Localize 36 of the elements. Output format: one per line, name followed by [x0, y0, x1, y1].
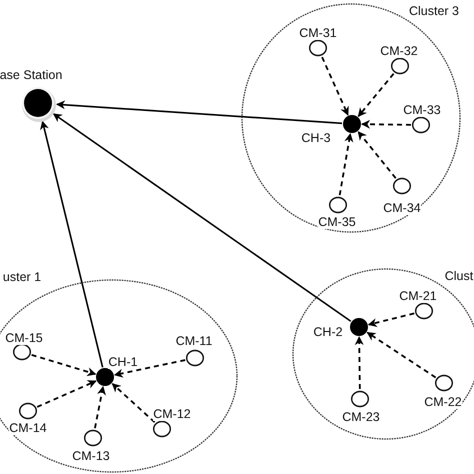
node-label: CM-11: [176, 334, 212, 348]
dashed-arrow: [358, 131, 396, 179]
node-label: CH-2: [313, 325, 343, 339]
dashed-arrow: [94, 386, 106, 428]
node-label: CM-15: [5, 331, 43, 345]
dashed-arrow: [112, 383, 156, 423]
dashed-arrow: [358, 73, 394, 117]
cluster-label: Clust: [444, 269, 474, 283]
arrow: [56, 100, 342, 124]
dashed-arrow: [361, 120, 412, 129]
node-label: CH-3: [301, 131, 331, 145]
dashed-arrow: [321, 56, 349, 116]
node-label: CM-13: [72, 449, 110, 463]
node-label: CM-23: [342, 410, 380, 424]
dashed-arrow: [114, 359, 186, 378]
node-label: CM-32: [380, 44, 418, 58]
cluster-label: Cluster 3: [408, 4, 460, 18]
station-label: ase Station: [0, 68, 62, 82]
node-label: CM-34: [383, 201, 421, 215]
dashed-arrow: [36, 380, 97, 408]
dashed-arrow: [31, 354, 96, 376]
node-label: CH-1: [108, 355, 138, 369]
node-label: CM-33: [403, 103, 441, 117]
arrow: [52, 113, 352, 322]
dashed-arrow: [368, 312, 414, 328]
cluster-label: uster 1: [2, 270, 42, 284]
node-label: CM-12: [153, 407, 191, 421]
dashed-arrow: [354, 336, 364, 390]
node-label: CM-21: [399, 289, 437, 303]
dashed-arrow: [366, 332, 436, 378]
node-label: CM-14: [9, 421, 47, 435]
node-label: CM-35: [318, 215, 356, 229]
dashed-arrow: [338, 132, 354, 196]
arrow: [40, 120, 104, 368]
node-label: CM-31: [299, 26, 337, 40]
node-label: CM-22: [424, 395, 462, 409]
